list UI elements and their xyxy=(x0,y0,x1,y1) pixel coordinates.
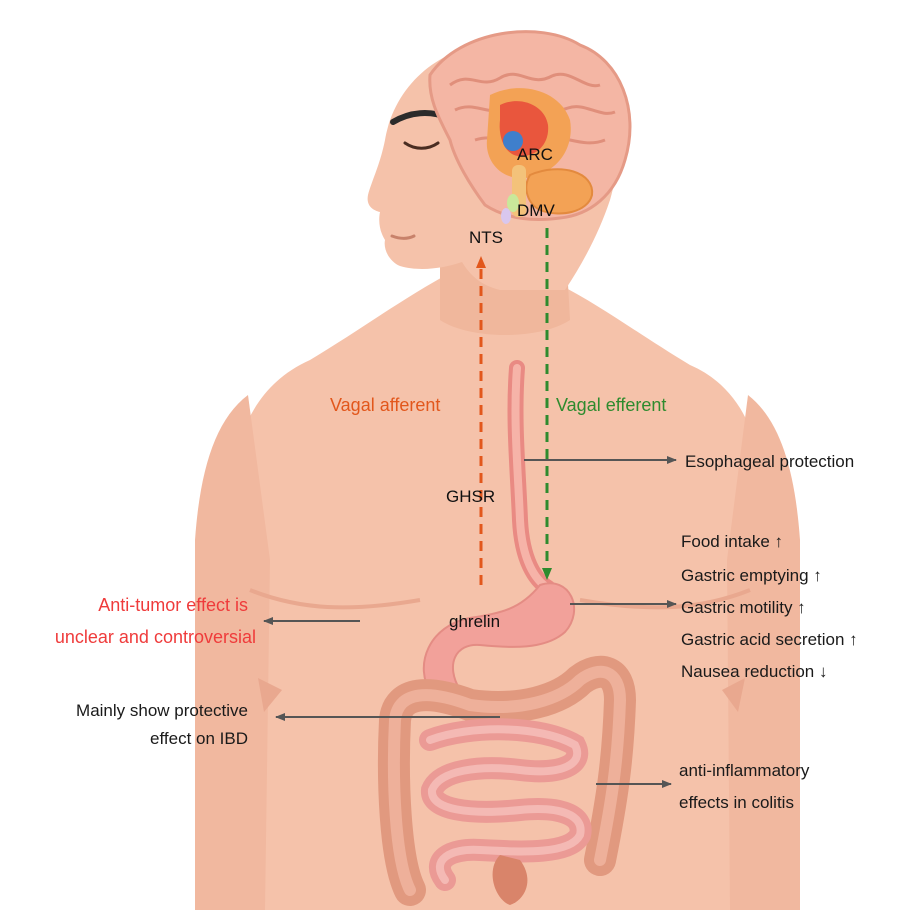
anti-tumor-line-2: unclear and controversial xyxy=(55,627,256,647)
anti-tumor-line-1: Anti-tumor effect is xyxy=(98,595,248,615)
ibd-line-2: effect on IBD xyxy=(150,729,248,748)
stomach-effect-gastric-emptying: Gastric emptying ↑ xyxy=(681,566,822,585)
stomach-effect-nausea: Nausea reduction ↓ xyxy=(681,662,827,681)
nts-label: NTS xyxy=(469,228,503,247)
colitis-line-1: anti-inflammatory xyxy=(679,761,810,780)
ibd-line-1: Mainly show protective xyxy=(76,701,248,720)
stomach-effect-food-intake: Food intake ↑ xyxy=(681,532,783,551)
arc-label: ARC xyxy=(517,145,553,164)
ghsr-label: GHSR xyxy=(446,487,495,506)
stomach-effect-gastric-motility: Gastric motility ↑ xyxy=(681,598,806,617)
vagal-afferent-label: Vagal afferent xyxy=(330,395,440,415)
colitis-line-2: effects in colitis xyxy=(679,793,794,812)
dmv-label: DMV xyxy=(517,201,555,220)
esophageal-protection-label: Esophageal protection xyxy=(685,452,854,471)
nts-nucleus-marker xyxy=(501,208,511,224)
ghrelin-label: ghrelin xyxy=(449,612,500,631)
stomach-effect-acid-secretion: Gastric acid secretion ↑ xyxy=(681,630,858,649)
vagal-efferent-label: Vagal efferent xyxy=(556,395,666,415)
